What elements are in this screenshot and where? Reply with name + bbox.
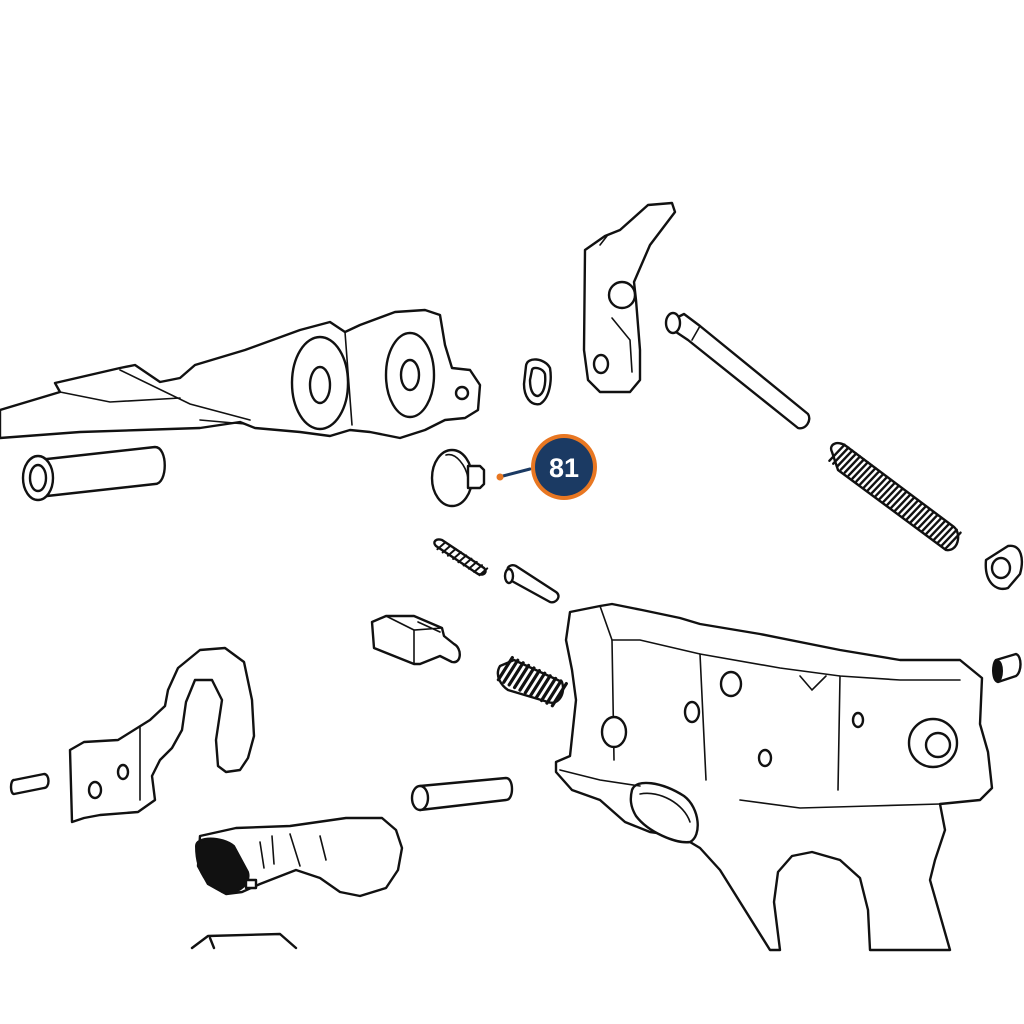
magazine-catch xyxy=(190,932,298,950)
spring-coil xyxy=(502,658,520,684)
spring-coil xyxy=(457,554,468,564)
spring-coil xyxy=(859,466,877,486)
spring-coil xyxy=(901,499,920,518)
spring-coil xyxy=(847,458,866,477)
spring-coil xyxy=(452,551,463,561)
spring-coil xyxy=(897,496,916,515)
spring-coil xyxy=(496,655,514,682)
roll-pin xyxy=(410,776,514,812)
guide-rod xyxy=(664,311,811,430)
spring-coil xyxy=(882,484,900,504)
spring-coil xyxy=(940,528,958,548)
spring-coil xyxy=(835,449,854,468)
frame-receiver xyxy=(554,602,994,952)
spring-coil xyxy=(436,541,447,551)
callout-81: 81 xyxy=(496,434,597,500)
spring-coil xyxy=(886,487,904,506)
spring-coil xyxy=(928,519,947,539)
spring-coil xyxy=(924,516,943,536)
spring-coil xyxy=(905,502,924,521)
trigger-bow xyxy=(582,201,677,394)
spring-coil xyxy=(441,544,452,554)
spring-coil xyxy=(862,469,881,489)
spring-coil xyxy=(932,522,951,542)
rivet-button xyxy=(430,448,486,508)
spring-coil xyxy=(913,508,931,527)
spring-coil xyxy=(518,666,536,692)
spring-coil xyxy=(539,676,558,703)
spring-coil xyxy=(843,455,862,474)
spring-coil xyxy=(473,564,484,574)
spring-coil xyxy=(512,663,531,690)
spring-cup xyxy=(984,544,1023,591)
callout-leader-line xyxy=(501,467,532,478)
spring-coil xyxy=(478,567,489,577)
spring-coil xyxy=(909,505,927,524)
spring-coil xyxy=(944,531,962,550)
hammer-strut-assembly xyxy=(0,308,482,440)
spring-coil xyxy=(893,493,912,512)
spring-coil xyxy=(828,443,846,462)
mainspring-housing xyxy=(194,816,404,898)
spring-coil xyxy=(866,472,885,492)
spring-coil xyxy=(446,547,457,557)
retainer-ring xyxy=(522,358,552,406)
callout-label: 81 xyxy=(549,453,579,483)
spring-coil xyxy=(870,475,889,495)
coil-spring xyxy=(496,655,568,708)
spring-coil xyxy=(529,671,547,697)
callout-leader-dot xyxy=(496,473,504,481)
spring-coil xyxy=(534,674,552,700)
spring-coil xyxy=(832,446,850,465)
spring-coil xyxy=(545,679,563,705)
small-pin xyxy=(9,772,50,796)
spring-coil xyxy=(851,461,869,480)
spring-coil xyxy=(920,513,939,533)
sleeve-bushing xyxy=(21,445,166,502)
spring-coil xyxy=(936,525,955,545)
spring-coil xyxy=(462,557,473,567)
small-spring xyxy=(433,538,489,577)
spring-coil xyxy=(523,668,541,695)
spring-coil xyxy=(855,464,873,483)
spring-coil xyxy=(467,560,478,570)
plunger-pin xyxy=(503,564,560,604)
bar-frame-lever xyxy=(68,646,256,824)
spring-coil xyxy=(890,490,908,509)
spring-coil xyxy=(507,661,525,687)
spring-coil xyxy=(839,452,858,471)
recoil-spring xyxy=(828,441,962,552)
spring-coil xyxy=(874,478,893,498)
callout-badge xyxy=(535,438,593,496)
sear-block xyxy=(370,614,461,666)
spring-coil xyxy=(550,681,568,708)
spring-coil xyxy=(917,510,935,530)
set-screw xyxy=(992,652,1022,684)
spring-coil xyxy=(878,481,897,501)
